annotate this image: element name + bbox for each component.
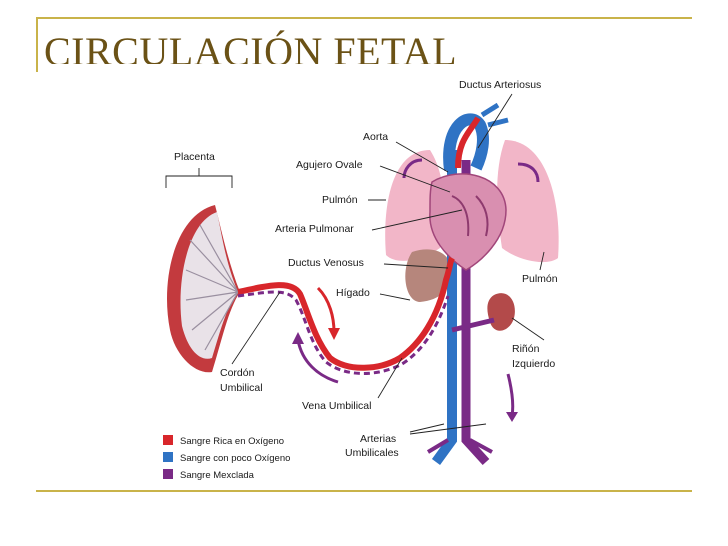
top-rule <box>36 17 692 19</box>
label-arterias: Arterias <box>360 433 396 445</box>
legend-swatch-red <box>163 435 173 445</box>
label-cordon: Cordón <box>220 367 255 379</box>
label-pulmon-left: Pulmón <box>322 194 358 206</box>
label-umbilical: Umbilical <box>220 382 263 394</box>
label-pulmon-right: Pulmón <box>522 273 558 285</box>
legend-label-oxygen-rich: Sangre Rica en Oxígeno <box>180 436 284 447</box>
legend: Sangre Rica en Oxígeno Sangre con poco O… <box>163 435 290 481</box>
label-ductus-venosus: Ductus Venosus <box>288 257 364 269</box>
label-arteria-pulmonar: Arteria Pulmonar <box>275 223 354 235</box>
bottom-rule <box>36 490 692 492</box>
placenta-bracket <box>165 168 233 188</box>
label-ductus-arteriosus: Ductus Arteriosus <box>459 79 541 91</box>
liver-illustration <box>405 249 452 302</box>
aortic-arch <box>443 102 509 171</box>
legend-swatch-blue <box>163 452 173 462</box>
lungs-illustration <box>385 140 559 263</box>
kidney-illustration <box>487 293 515 331</box>
label-umbilicales: Umbilicales <box>345 447 399 459</box>
label-aorta: Aorta <box>363 131 388 143</box>
placenta-illustration <box>167 205 240 373</box>
left-rule <box>36 17 38 72</box>
label-higado: Hígado <box>336 287 370 299</box>
label-rinon: Riñón <box>512 343 540 355</box>
label-agujero-ovale: Agujero Ovale <box>296 159 363 171</box>
heart-chambers <box>451 195 489 237</box>
slide-title: CIRCULACIÓN FETAL <box>44 29 458 64</box>
flow-arrows <box>292 158 540 422</box>
label-leaders <box>231 93 545 435</box>
label-vena-umbilical: Vena Umbilical <box>302 400 371 412</box>
legend-swatch-purple <box>163 469 173 479</box>
label-izquierdo: Izquierdo <box>512 358 555 370</box>
label-placenta: Placenta <box>174 151 215 163</box>
legend-label-mixed: Sangre Mexclada <box>180 470 255 481</box>
legend-label-low-oxygen: Sangre con poco Oxígeno <box>180 453 290 464</box>
umbilical-cord <box>237 256 455 375</box>
